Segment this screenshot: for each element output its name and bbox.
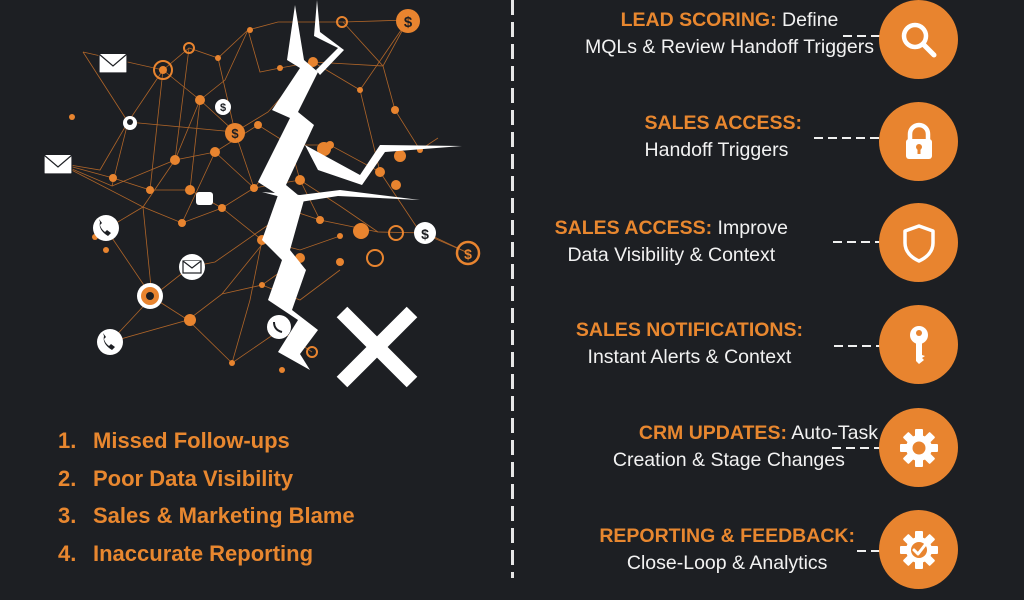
svg-text:$: $ (220, 102, 226, 114)
step-sales-access-visibility: SALES ACCESS: Improve Data Visibility & … (514, 203, 1024, 293)
key-icon (879, 305, 958, 384)
step-description: Creation & Stage Changes (612, 449, 845, 471)
dashed-connector (832, 447, 880, 449)
problem-item: 2.Poor Data Visibility (58, 465, 294, 491)
step-title: SALES ACCESS: (644, 112, 802, 134)
x-icon (336, 306, 418, 388)
step-title: SALES ACCESS: (554, 217, 713, 239)
step-title: LEAD SCORING: (620, 9, 777, 31)
dashed-connector (857, 550, 881, 552)
step-description: Instant Alerts & Context (587, 346, 792, 368)
step-crm-updates: CRM UPDATES: Auto-Task Creation & Stage … (514, 408, 1024, 498)
step-title: CRM UPDATES: (638, 422, 787, 444)
gear-icon (879, 408, 958, 487)
search-icon (879, 0, 958, 79)
dollar-icon: $ $ $ $ $ (215, 9, 481, 266)
svg-text:$: $ (231, 126, 239, 141)
step-description: MQLs & Review Handoff Triggers (584, 36, 874, 58)
envelope-icon (43, 53, 205, 280)
gear-check-icon (879, 510, 958, 589)
step-sales-access-handoff: SALES ACCESS: Handoff Triggers (514, 102, 1024, 192)
step-lead-scoring: LEAD SCORING: Define MQLs & Review Hando… (514, 0, 1024, 90)
dashed-connector (843, 35, 885, 37)
phone-icon (93, 116, 291, 355)
broken-network-illustration: $ $ $ $ $ (43, 0, 481, 388)
svg-text:$: $ (404, 14, 413, 31)
step-title: SALES NOTIFICATIONS: (575, 319, 803, 341)
step-reporting-feedback: REPORTING & FEEDBACK: Close-Loop & Analy… (514, 510, 1024, 600)
crack-icon (258, 0, 462, 370)
dashed-connector (833, 241, 881, 243)
problem-item: 1.Missed Follow-ups (58, 428, 290, 453)
problem-item: 4.Inaccurate Reporting (58, 540, 314, 566)
lock-icon (879, 102, 958, 181)
step-title: REPORTING & FEEDBACK: (599, 525, 855, 547)
dashed-connector (834, 345, 881, 347)
step-description: Data Visibility & Context (567, 244, 776, 266)
step-description: Close-Loop & Analytics (626, 552, 828, 574)
dashed-divider (511, 0, 514, 578)
svg-text:$: $ (464, 246, 472, 262)
step-sales-notifications: SALES NOTIFICATIONS: Instant Alerts & Co… (514, 305, 1024, 395)
svg-text:$: $ (421, 226, 429, 242)
problems-list: 1.Missed Follow-ups 2.Poor Data Visibili… (58, 422, 355, 572)
dashed-connector (814, 137, 882, 139)
solution-steps: LEAD SCORING: Define MQLs & Review Hando… (514, 0, 1024, 589)
problem-item: 3.Sales & Marketing Blame (58, 503, 355, 528)
step-description: Handoff Triggers (644, 139, 789, 161)
chaos-panel: $ $ $ $ $ (0, 0, 510, 578)
shield-icon (879, 203, 958, 282)
